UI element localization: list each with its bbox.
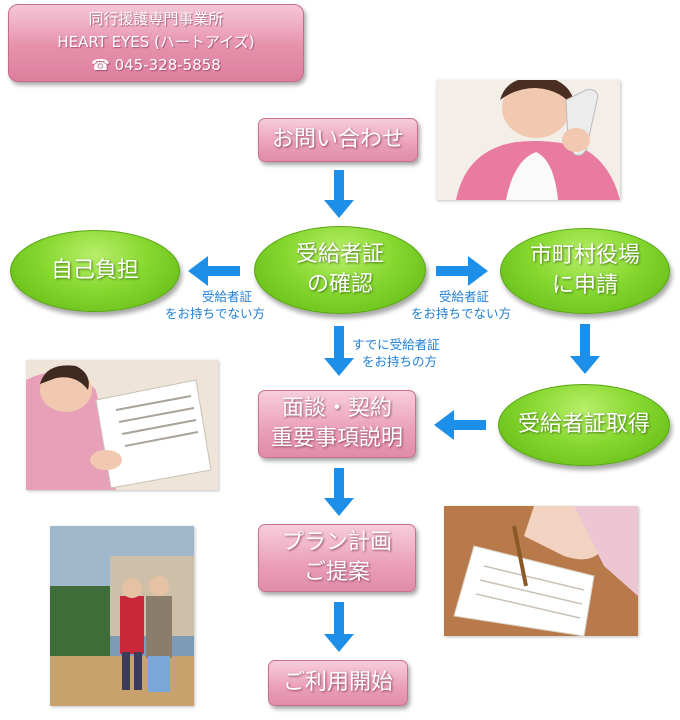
inquiry-label: お問い合わせ: [271, 127, 404, 152]
arrow-right-to-apply: [436, 256, 488, 286]
photo-signing-document: [444, 506, 638, 636]
phone-number[interactable]: ☎ 045-328-5858: [91, 56, 221, 74]
apply-line-1: 市町村役場: [529, 243, 640, 268]
note-left-no-cert: 受給者証 をお持ちでない方: [150, 288, 280, 322]
arrow-down-interview-to-plan: [324, 468, 354, 516]
arrow-down-confirm-to-interview: [324, 326, 354, 376]
apply-municipality-oval: 市町村役場 に申請: [500, 228, 670, 314]
plan-line-1: プラン計画: [281, 530, 392, 555]
inquiry-box: お問い合わせ: [258, 118, 418, 162]
interview-line-1: 面談・契約: [281, 396, 392, 421]
note-has-cert: すでに受給者証 をお持ちの方: [352, 336, 472, 370]
interview-line-2: 重要事項説明: [270, 426, 403, 451]
note-right-no-cert: 受給者証 をお持ちでない方: [396, 288, 526, 322]
note-has-line-1: すでに受給者証: [352, 337, 440, 352]
obtain-label: 受給者証取得: [517, 412, 650, 437]
note-right-line-2: をお持ちでない方: [410, 306, 511, 321]
obtain-cert-oval: 受給者証取得: [498, 384, 670, 466]
photo-walking-guide: [50, 526, 194, 706]
note-left-line-2: をお持ちでない方: [164, 306, 265, 321]
arrow-left-obtain-to-interview: [434, 410, 486, 440]
confirm-line-2: の確認: [306, 272, 373, 297]
arrow-down-inquiry-to-confirm: [324, 170, 354, 218]
company-type: 同行援護専門事業所: [88, 10, 224, 28]
company-header: 同行援護専門事業所 HEART EYES (ハートアイズ) ☎ 045-328-…: [8, 4, 304, 82]
note-has-line-2: をお持ちの方: [362, 354, 438, 369]
arrow-down-plan-to-start: [324, 602, 354, 652]
start-label: ご利用開始: [282, 670, 393, 695]
arrow-left-to-self-pay: [188, 256, 240, 286]
plan-proposal-box: プラン計画 ご提案: [258, 524, 416, 592]
confirm-cert-oval: 受給者証 の確認: [254, 226, 426, 314]
arrow-down-apply-to-obtain: [570, 324, 600, 374]
note-right-line-1: 受給者証: [438, 289, 489, 304]
photo-phone-operator: [436, 80, 620, 200]
interview-contract-box: 面談・契約 重要事項説明: [258, 390, 416, 458]
note-left-line-1: 受給者証: [201, 289, 252, 304]
plan-line-2: ご提案: [303, 560, 370, 585]
self-pay-label: 自己負担: [50, 258, 139, 283]
company-name: HEART EYES (ハートアイズ): [57, 33, 255, 51]
self-pay-oval: 自己負担: [10, 230, 180, 312]
apply-line-2: に申請: [551, 273, 618, 298]
photo-reading-document: [26, 360, 218, 490]
confirm-line-1: 受給者証: [295, 242, 384, 267]
start-service-box: ご利用開始: [268, 660, 408, 706]
